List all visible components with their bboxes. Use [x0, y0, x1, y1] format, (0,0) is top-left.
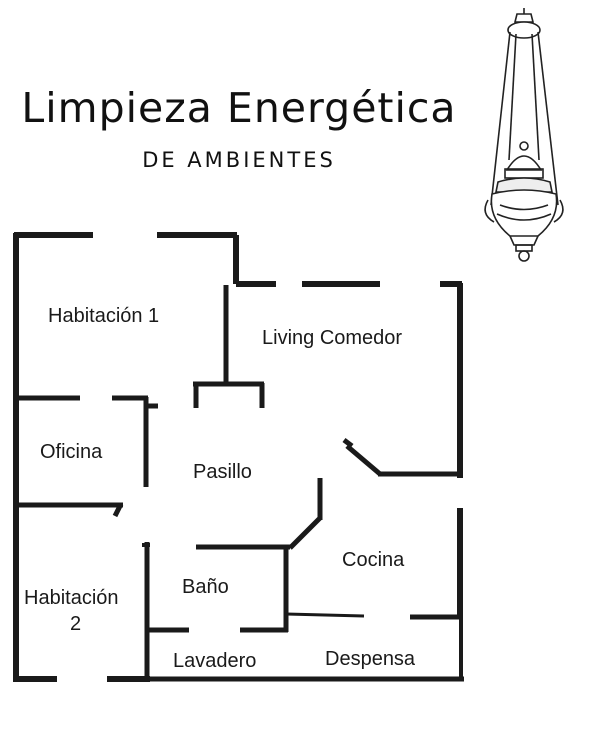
room-label-habitacion-1: Habitación 1	[48, 305, 159, 327]
room-label-pasillo: Pasillo	[193, 461, 252, 483]
page-subtitle: DE AMBIENTES	[142, 148, 336, 172]
hanging-censer-icon	[484, 8, 564, 262]
page-title: Limpieza Energética	[21, 84, 457, 132]
room-label-habitacion-2-line1: Habitación	[24, 587, 119, 609]
room-label-bano: Baño	[182, 576, 229, 598]
floorplan-walls	[13, 232, 464, 682]
room-label-living-comedor: Living Comedor	[262, 327, 402, 349]
room-label-habitacion-2-line2: 2	[70, 613, 81, 635]
room-label-cocina: Cocina	[342, 549, 405, 571]
room-label-lavadero: Lavadero	[173, 650, 256, 672]
room-label-oficina: Oficina	[40, 441, 103, 463]
room-label-despensa: Despensa	[325, 648, 416, 670]
